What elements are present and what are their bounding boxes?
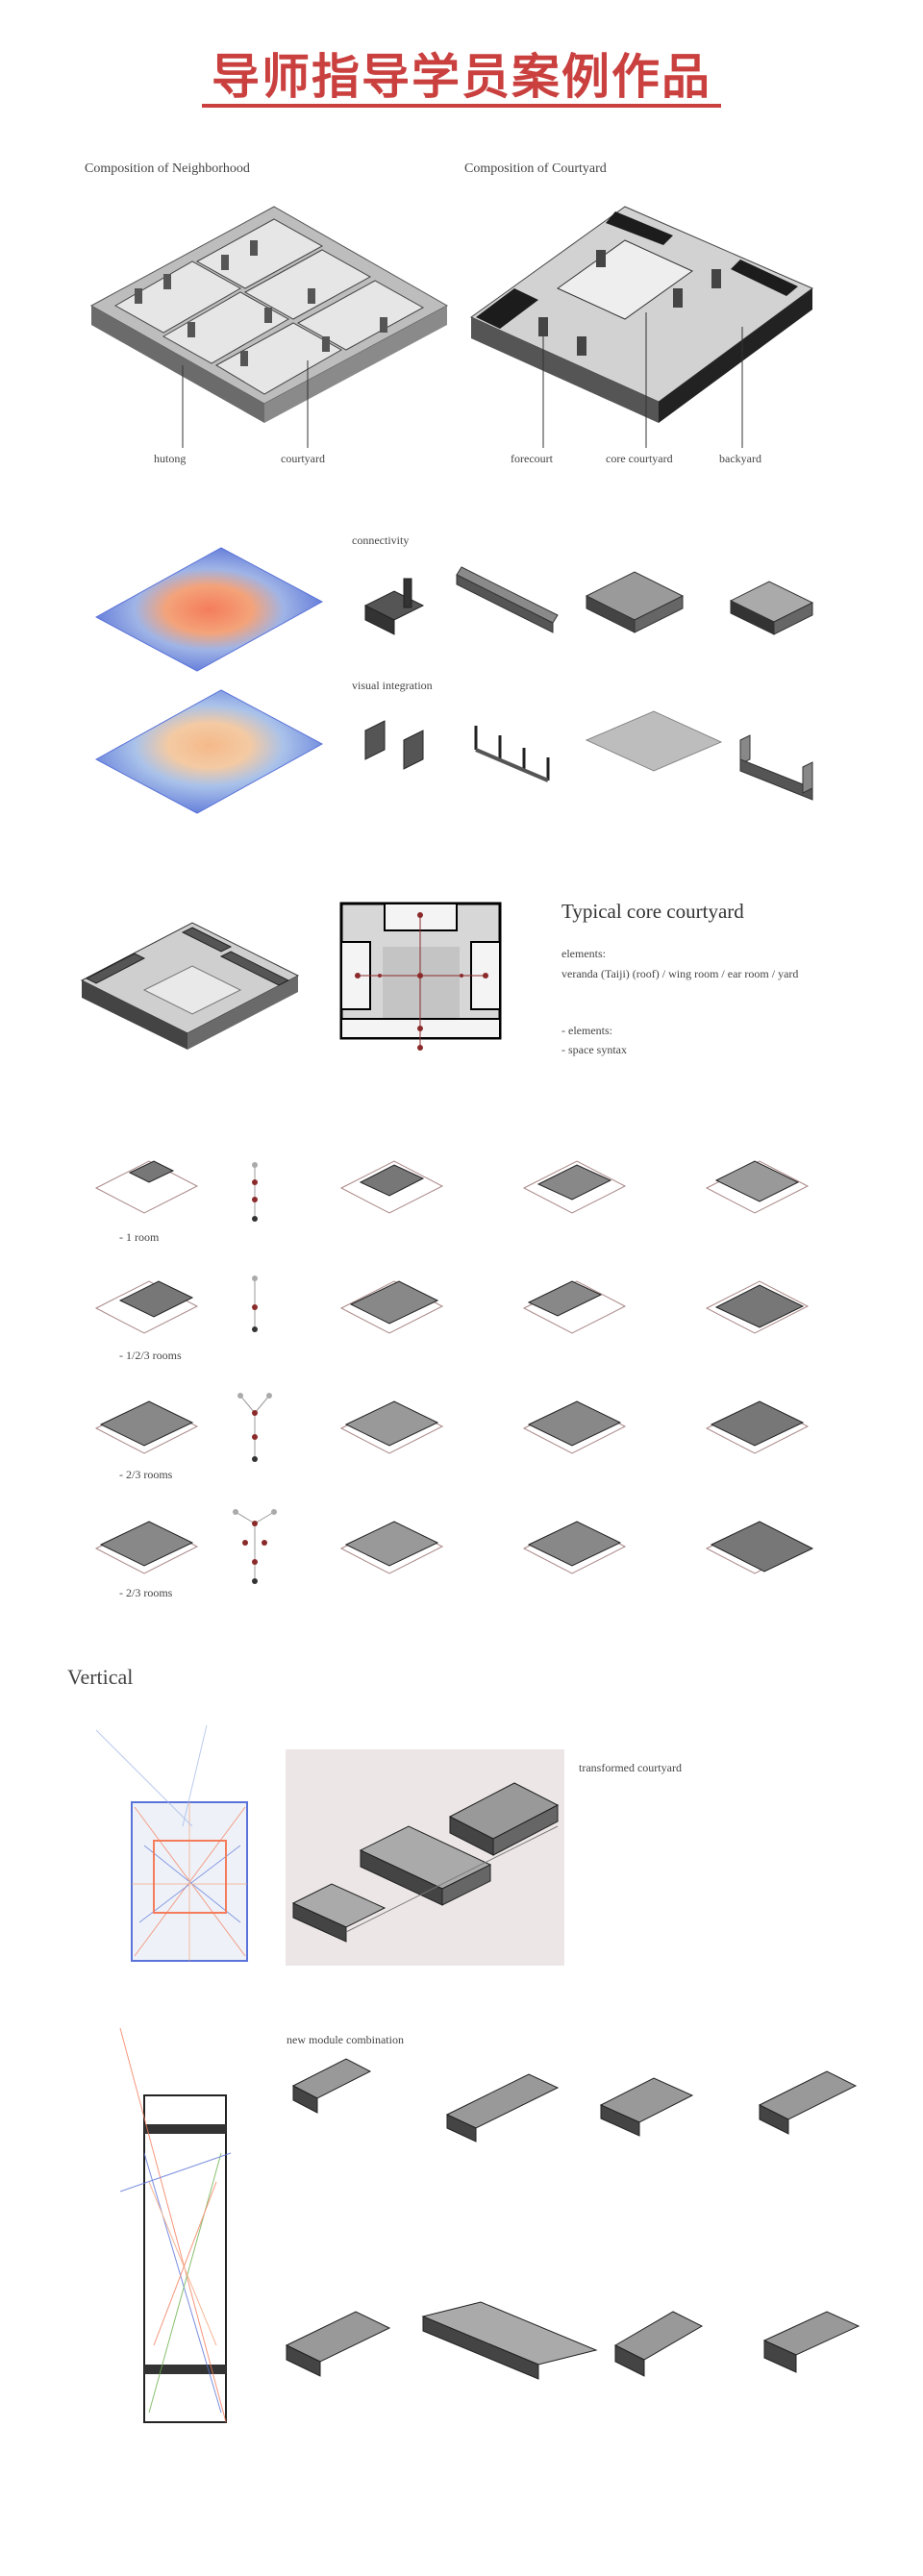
row-label-4: - 2/3 rooms <box>119 1586 173 1599</box>
title-underline <box>202 104 721 108</box>
neighborhood-title: Composition of Neighborhood <box>85 161 250 176</box>
label-hutong: hutong <box>154 452 187 465</box>
bullet-elements: - elements: <box>561 1024 612 1037</box>
label-courtyard: courtyard <box>281 452 325 465</box>
vertical-diagrams <box>95 1724 861 2423</box>
core-courtyard-diagram <box>80 902 502 1051</box>
transformed-courtyard-label: transformed courtyard <box>579 1761 682 1774</box>
row-label-3: - 2/3 rooms <box>119 1468 173 1481</box>
label-backyard: backyard <box>719 452 761 465</box>
courtyard-title: Composition of Courtyard <box>464 161 607 176</box>
page-title: 导师指导学员案例作品 <box>212 49 711 105</box>
elements-list: veranda (Taiji) (roof) / wing room / ear… <box>561 967 799 980</box>
row-label-2: - 1/2/3 rooms <box>119 1349 182 1362</box>
row-label-1: - 1 room <box>119 1230 160 1244</box>
label-forecourt: forecourt <box>511 452 553 465</box>
room-combination-grid <box>94 1160 814 1584</box>
new-module-label: new module combination <box>287 2033 404 2046</box>
connectivity-label: connectivity <box>352 533 410 547</box>
space-syntax-diagrams <box>94 547 814 814</box>
bullet-space-syntax: - space syntax <box>561 1043 627 1056</box>
label-core-courtyard: core courtyard <box>606 452 673 465</box>
composition-neighborhood-diagram <box>89 206 813 448</box>
vertical-heading: Vertical <box>67 1665 134 1689</box>
visual-integration-label: visual integration <box>352 679 433 692</box>
elements-label: elements: <box>561 947 606 960</box>
core-courtyard-title: Typical core courtyard <box>561 900 744 923</box>
combination-rows <box>94 1160 814 1584</box>
